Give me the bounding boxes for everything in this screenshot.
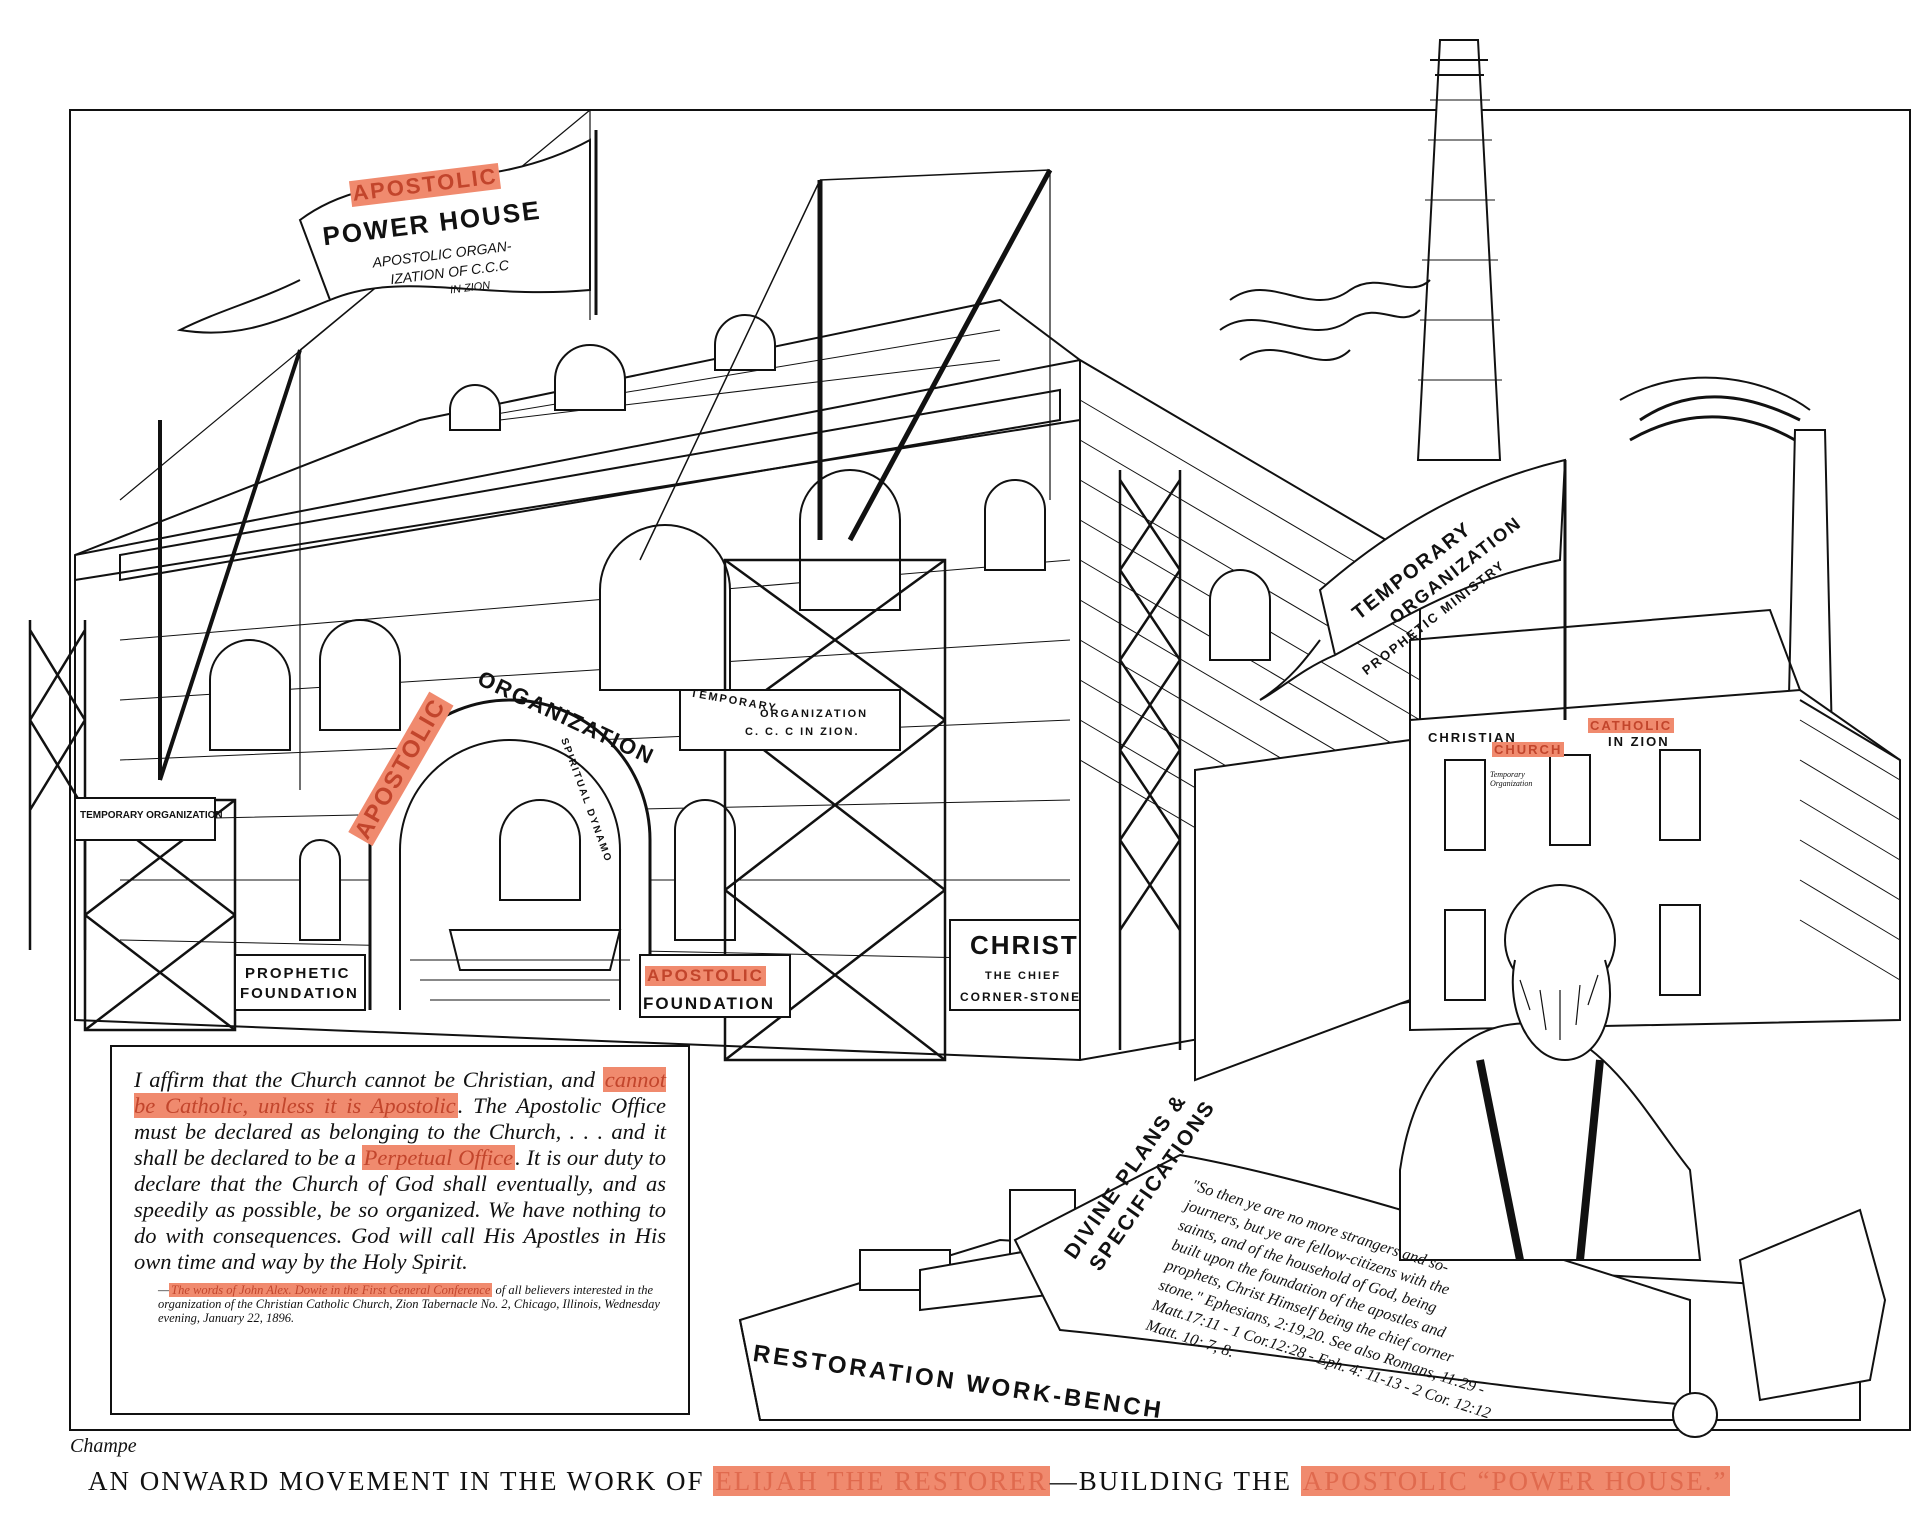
- sign-temporary-center: [679, 689, 901, 751]
- fence: [1194, 738, 1411, 1082]
- smokestack-tall: [1416, 39, 1502, 461]
- sign-temporary-left-text: TEMPORARY ORGANIZATION: [80, 810, 223, 821]
- caption-part-1: AN ONWARD MOVEMENT IN THE WORK OF: [88, 1466, 714, 1496]
- sign-christ-line-3: CORNER-STONE: [960, 990, 1082, 1004]
- sign-christ-line-1: CHRIST: [970, 930, 1079, 960]
- sign-prophetic: [234, 954, 366, 1011]
- sign-prophetic-line-1: PROPHETIC: [245, 965, 351, 982]
- sign-christ: [949, 919, 1081, 1011]
- church-word-christian: CHRISTIAN: [1428, 730, 1517, 745]
- sign-christ-line-2: THE CHIEF: [985, 970, 1062, 982]
- scaffold-far-left: [28, 620, 87, 950]
- quote-part-2: . The Apostolic Office must be declared …: [134, 1093, 667, 1170]
- church-word-in-zion: IN ZION: [1608, 734, 1670, 749]
- sign-apostolic-line-1: APOSTOLIC: [645, 966, 766, 986]
- citation-highlight: The words of John Alex. Dowie in the Fir…: [169, 1283, 493, 1297]
- church-word-catholic: CATHOLIC: [1588, 718, 1675, 733]
- scroll: [1013, 1153, 1718, 1438]
- sign-temporary-center-line-2: ORGANIZATION: [760, 708, 869, 720]
- main-building: [74, 298, 1421, 1062]
- caption-part-2: —BUILDING THE: [1049, 1466, 1301, 1496]
- church-word-church: CHURCH: [1492, 742, 1565, 757]
- picture-frame: [69, 109, 1911, 1431]
- caption-highlight-2: APOSTOLIC “POWER HOUSE.”: [1300, 1466, 1730, 1496]
- quote-citation: —The words of John Alex. Dowie in the Fi…: [134, 1283, 666, 1325]
- sign-apostolic-line-2: FOUNDATION: [643, 994, 776, 1013]
- quote-text: I affirm that the Church cannot be Chris…: [134, 1067, 666, 1275]
- bishop-figure: [1399, 884, 1702, 1261]
- flag-power-house: [176, 130, 598, 334]
- citation-dash: —: [158, 1283, 170, 1297]
- quote-box: I affirm that the Church cannot be Chris…: [110, 1045, 690, 1415]
- scaffold-center: [639, 168, 1053, 1062]
- church-small-sign: Temporary Organization: [1490, 770, 1533, 788]
- smoke-puffs: [1219, 279, 1431, 361]
- artist-signature: Champe: [70, 1435, 137, 1457]
- caption-highlight-1: ELIJAH THE RESTORER: [713, 1466, 1050, 1496]
- sign-temporary-left: [74, 797, 216, 841]
- quote-highlight-2: Perpetual Office: [361, 1145, 516, 1170]
- caption: AN ONWARD MOVEMENT IN THE WORK OF ELIJAH…: [88, 1466, 1730, 1497]
- sign-prophetic-line-2: FOUNDATION: [240, 985, 359, 1002]
- quote-part-1: I affirm that the Church cannot be Chris…: [134, 1067, 603, 1092]
- citation-rest: of all believers interested in the organ…: [158, 1283, 660, 1325]
- quote-part-3: . It is our duty to declare that the Chu…: [134, 1145, 666, 1274]
- flag-temporary: [1259, 458, 1567, 720]
- scaffold-right: [1118, 470, 1182, 1050]
- sign-temporary-center-line-3: C. C. C IN ZION.: [745, 726, 860, 738]
- scaffold-left: [83, 349, 302, 1032]
- smokestack-small: [1619, 376, 1834, 741]
- sign-apostolic: [639, 954, 791, 1018]
